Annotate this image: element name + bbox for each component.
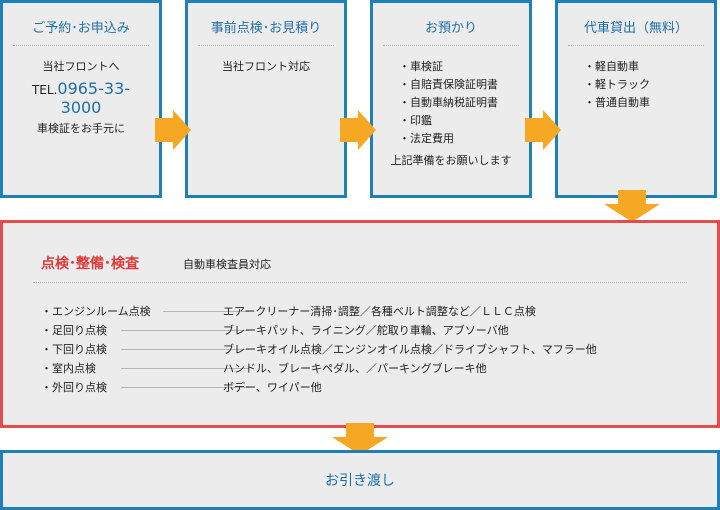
row-name: ・外回り点検 <box>41 381 107 394</box>
step-title: 事前点検･お見積り <box>198 17 334 46</box>
step-title: ご予約･お申込み <box>13 17 149 46</box>
tel-prefix: TEL. <box>31 83 58 97</box>
row-desc: ボデー、ワイパー他 <box>223 381 322 394</box>
inspection-subtitle: 自動車検査員対応 <box>183 258 271 271</box>
list-item: ・普通自動車 <box>584 96 650 109</box>
phone-line: TEL.0965-33-3000 <box>13 80 149 118</box>
list-item: ・法定費用 <box>399 132 454 145</box>
row-name: ・エンジンルーム点検 <box>41 305 151 318</box>
delivery-label: お引き渡し <box>325 473 395 489</box>
step-estimate-box: 事前点検･お見積り 当社フロント対応 <box>185 0 347 198</box>
row-leader <box>121 387 249 388</box>
list-item: ・自動車納税証明書 <box>399 96 498 109</box>
row-leader <box>121 330 249 331</box>
row-leader <box>121 349 249 350</box>
step-title: 代車貸出（無料） <box>568 17 704 46</box>
step-title: お預かり <box>383 17 519 46</box>
divider <box>33 282 687 283</box>
row-leader <box>163 311 249 312</box>
step-loaner-box: 代車貸出（無料） ・軽自動車 ・軽トラック ・普通自動車 <box>555 0 717 198</box>
row-leader <box>121 368 249 369</box>
step-text: 当社フロント対応 <box>222 60 310 73</box>
step-note: 上記準備をお願いします <box>390 154 512 167</box>
tel-number: 0965-33-3000 <box>57 79 131 117</box>
row-name: ・室内点検 <box>41 362 96 375</box>
list-item: ・印鑑 <box>399 114 432 127</box>
inspection-box: 点検･整備･検査 自動車検査員対応 ・エンジンルーム点検 エアークリーナー清掃･… <box>0 220 720 428</box>
row-desc: エアークリーナー清掃･調整／各種ベルト調整など／ＬＬＣ点検 <box>223 305 536 318</box>
step-reservation-box: ご予約･お申込み 当社フロントへ TEL.0965-33-3000 車検証をお手… <box>0 0 162 198</box>
step-deposit-box: お預かり ・車検証 ・自賠責保険証明書 ・自動車納税証明書 ・印鑑 ・法定費用 … <box>370 0 532 198</box>
list-item: ・軽自動車 <box>584 60 639 73</box>
row-desc: ブレーキオイル点検／エンジンオイル点検／ドライブシャフト、マフラー他 <box>223 343 597 356</box>
row-desc: ハンドル、ブレーキペダル、／パーキングブレーキ他 <box>223 362 487 375</box>
list-item: ・自賠責保険証明書 <box>399 78 498 91</box>
list-item: ・軽トラック <box>584 78 650 91</box>
row-desc: ブレーキパット、ライニング／舵取り車輪、アブソーバ他 <box>223 324 509 337</box>
step-text: 車検証をお手元に <box>37 122 125 135</box>
row-name: ・下回り点検 <box>41 343 107 356</box>
delivery-box: お引き渡し <box>0 450 720 510</box>
step-text: 当社フロントへ <box>42 60 120 73</box>
inspection-title: 点検･整備･検査 <box>41 256 139 272</box>
list-item: ・車検証 <box>399 60 443 73</box>
row-name: ・足回り点検 <box>41 324 107 337</box>
